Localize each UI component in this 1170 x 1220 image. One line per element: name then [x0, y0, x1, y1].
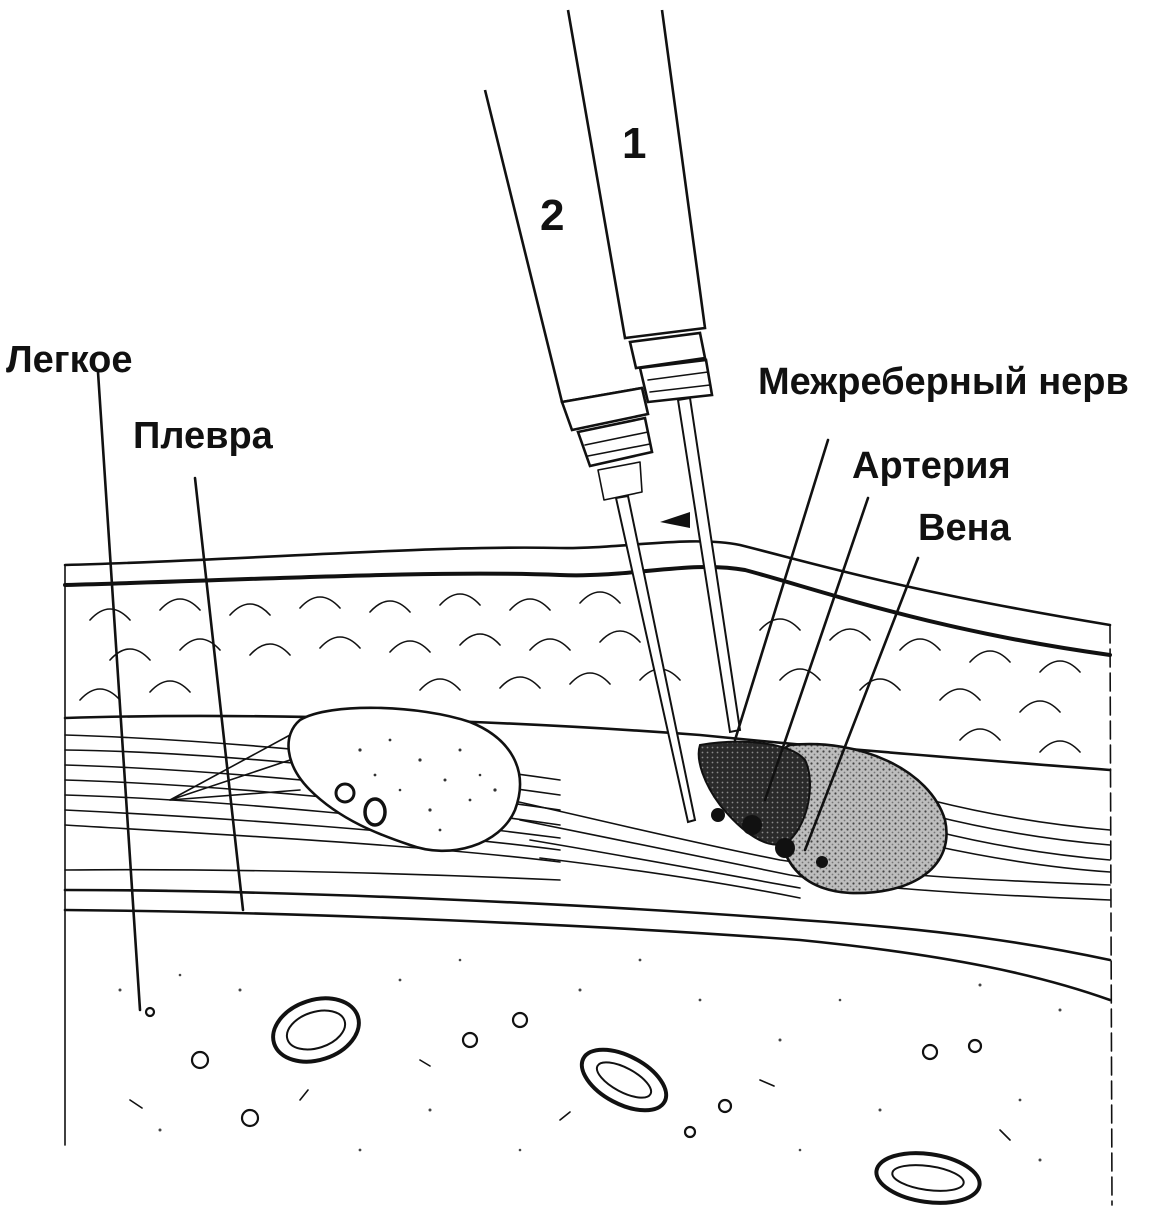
label-lung: Легкое — [6, 339, 133, 381]
muscle-fibers — [65, 716, 1110, 1000]
label-needle-1: 1 — [622, 119, 646, 168]
label-needle-2: 2 — [540, 191, 564, 240]
label-pleura: Плевра — [133, 415, 274, 457]
rib — [289, 708, 520, 851]
lung-tissue — [119, 959, 1062, 1209]
label-artery: Артерия — [852, 445, 1011, 487]
label-vein: Вена — [918, 507, 1012, 549]
leader-lines — [98, 372, 918, 1010]
skin-layer — [65, 541, 1112, 1205]
label-intercostal-nerve: Межреберный нерв — [758, 361, 1129, 403]
